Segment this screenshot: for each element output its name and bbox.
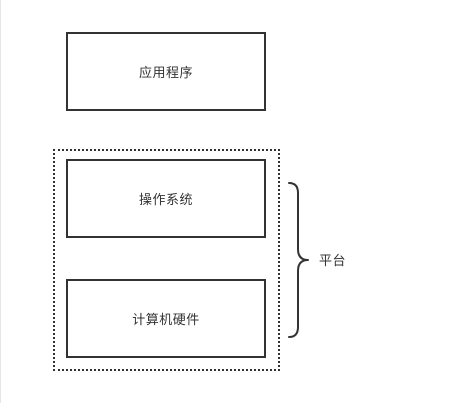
operating-system-box: 操作系统 (66, 159, 266, 238)
canvas-left-border (0, 0, 1, 403)
hardware-box: 计算机硬件 (66, 279, 266, 358)
platform-group-dotted-border (53, 149, 280, 371)
curly-brace-icon (288, 182, 309, 338)
operating-system-label: 操作系统 (138, 193, 193, 208)
application-box: 应用程序 (66, 32, 266, 111)
platform-label: 平台 (319, 254, 347, 269)
hardware-label: 计算机硬件 (132, 313, 200, 328)
application-label: 应用程序 (138, 66, 193, 81)
